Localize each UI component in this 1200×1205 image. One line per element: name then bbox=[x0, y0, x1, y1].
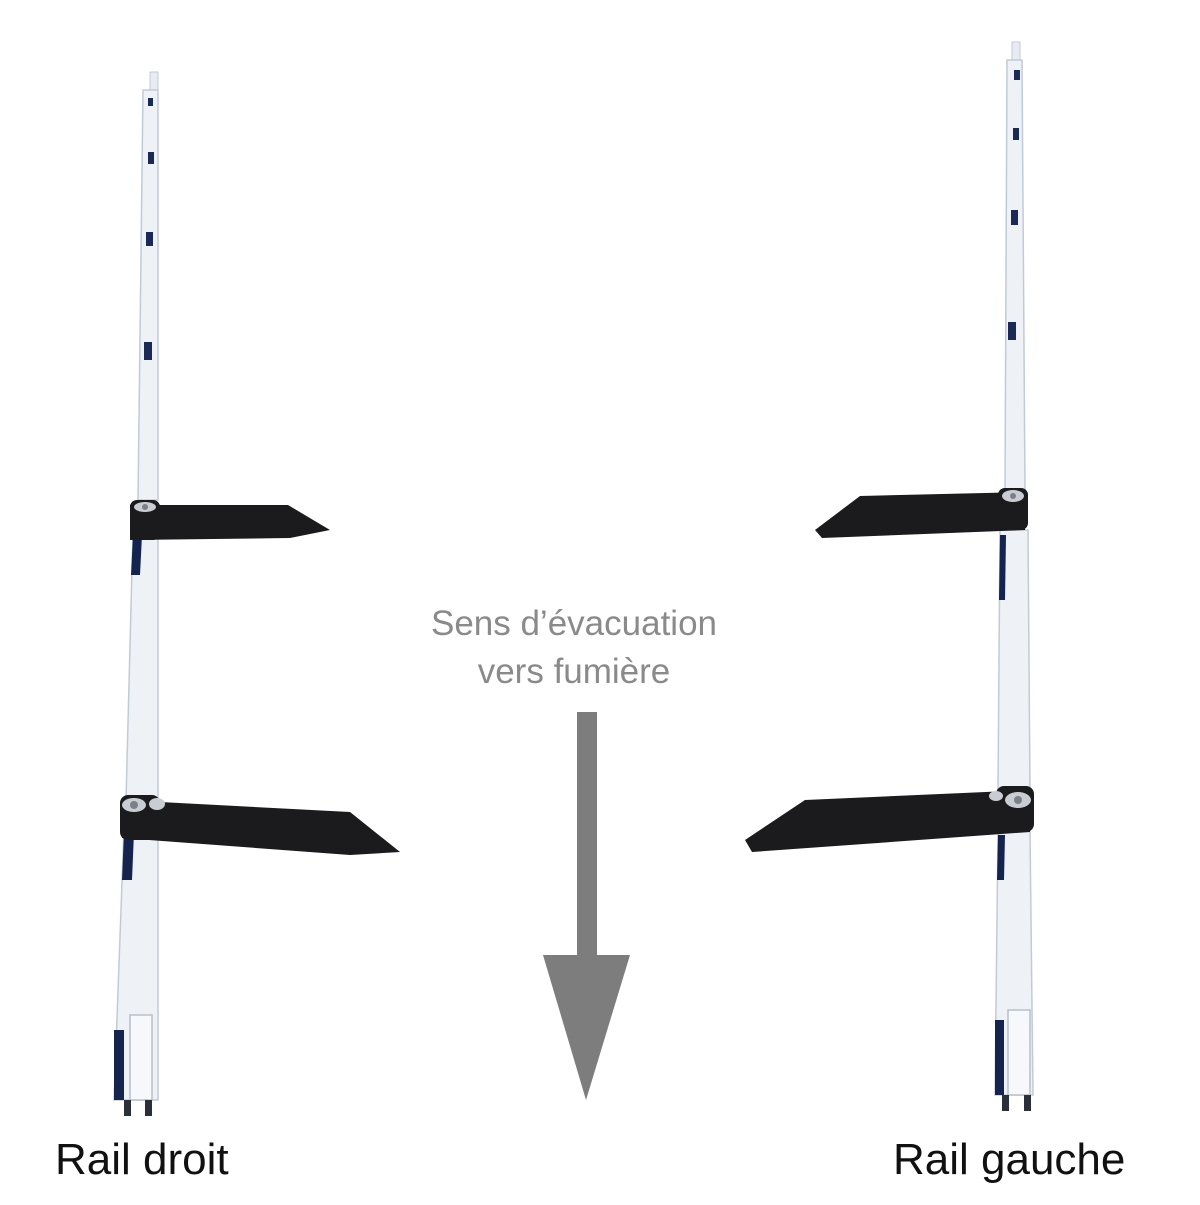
rail-hook bbox=[1011, 210, 1018, 225]
rail-gauche bbox=[745, 41, 1034, 1111]
rail-shadow bbox=[995, 1020, 1004, 1095]
rail-hook bbox=[144, 342, 152, 360]
rail-hook bbox=[1014, 70, 1020, 80]
rail-upper-bar bbox=[137, 89, 159, 501]
direction-line-2: vers fumière bbox=[477, 652, 671, 691]
rail-tip bbox=[149, 71, 159, 91]
rail-hook bbox=[148, 152, 154, 164]
rail-upper-bar bbox=[1004, 59, 1026, 491]
rail-hook bbox=[148, 98, 153, 106]
rail-foot-plate bbox=[129, 1014, 153, 1101]
paddle-lower bbox=[120, 795, 400, 855]
rail-foot bbox=[1002, 1095, 1009, 1111]
rail-shadow bbox=[131, 535, 142, 575]
rail-hook bbox=[1013, 128, 1019, 140]
rail-foot bbox=[124, 1100, 131, 1116]
rail-shadow bbox=[997, 835, 1005, 880]
rail-foot bbox=[145, 1100, 152, 1116]
direction-arrow bbox=[543, 712, 630, 1100]
rail-shadow bbox=[122, 832, 134, 880]
label-rail-gauche: Rail gauche bbox=[893, 1135, 1126, 1184]
direction-line-1: Sens d’évacuation bbox=[430, 604, 718, 643]
rail-middle-bar bbox=[125, 529, 159, 801]
arrow-shaft bbox=[577, 712, 597, 962]
rail-foot bbox=[1024, 1095, 1031, 1111]
rail-foot-plate bbox=[1007, 1009, 1031, 1096]
rail-shadow bbox=[114, 1030, 124, 1100]
rail-shadow bbox=[999, 535, 1006, 600]
label-rail-droit: Rail droit bbox=[55, 1135, 229, 1184]
paddle-upper bbox=[130, 500, 330, 540]
paddle-upper bbox=[815, 488, 1028, 538]
rail-droit bbox=[113, 71, 400, 1116]
rail-hook bbox=[146, 232, 153, 246]
rail-tip bbox=[1011, 41, 1021, 61]
paddle-lower bbox=[745, 786, 1034, 852]
rail-hook bbox=[1008, 322, 1016, 340]
direction-caption: Sens d’évacuation vers fumière bbox=[374, 600, 774, 696]
arrow-head bbox=[543, 955, 630, 1100]
